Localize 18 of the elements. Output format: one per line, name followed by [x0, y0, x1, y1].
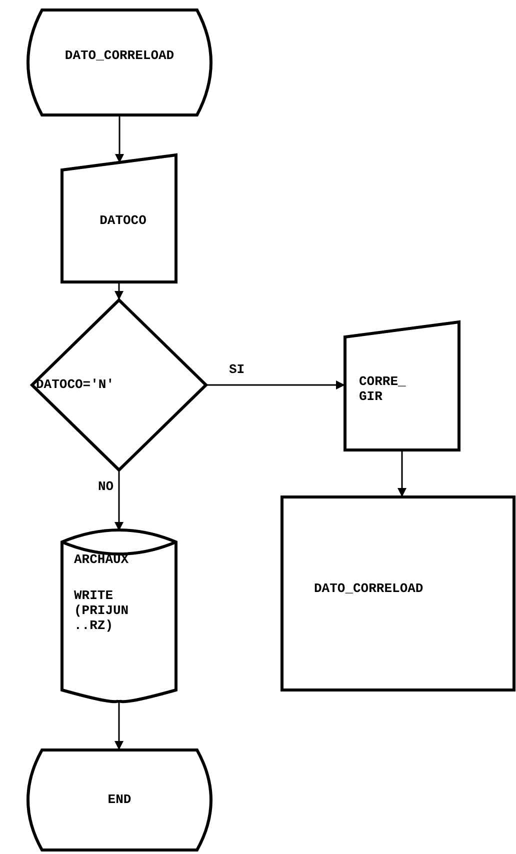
node-label: CORRE_ GIR	[359, 374, 407, 404]
node-label: DATOCO='N'	[36, 377, 116, 392]
manual-input-shape	[345, 322, 459, 450]
node-label: DATO_CORRELOAD	[314, 581, 424, 596]
decision-diamond	[32, 300, 206, 470]
arrow	[398, 450, 406, 497]
arrow	[115, 115, 124, 163]
arrow	[206, 380, 345, 390]
arrow	[114, 282, 124, 300]
node-label: DATO_CORRELOAD	[64, 48, 176, 63]
node-label: END	[106, 792, 132, 807]
arrow	[114, 470, 124, 531]
node-label: DATOCO	[98, 213, 148, 228]
node-label: ARCHAUX	[74, 552, 130, 567]
process-box	[282, 497, 514, 690]
node-text: WRITE (PRIJUN ..RZ)	[74, 588, 130, 633]
manual-input-shape	[62, 155, 176, 282]
arrow	[114, 700, 124, 750]
